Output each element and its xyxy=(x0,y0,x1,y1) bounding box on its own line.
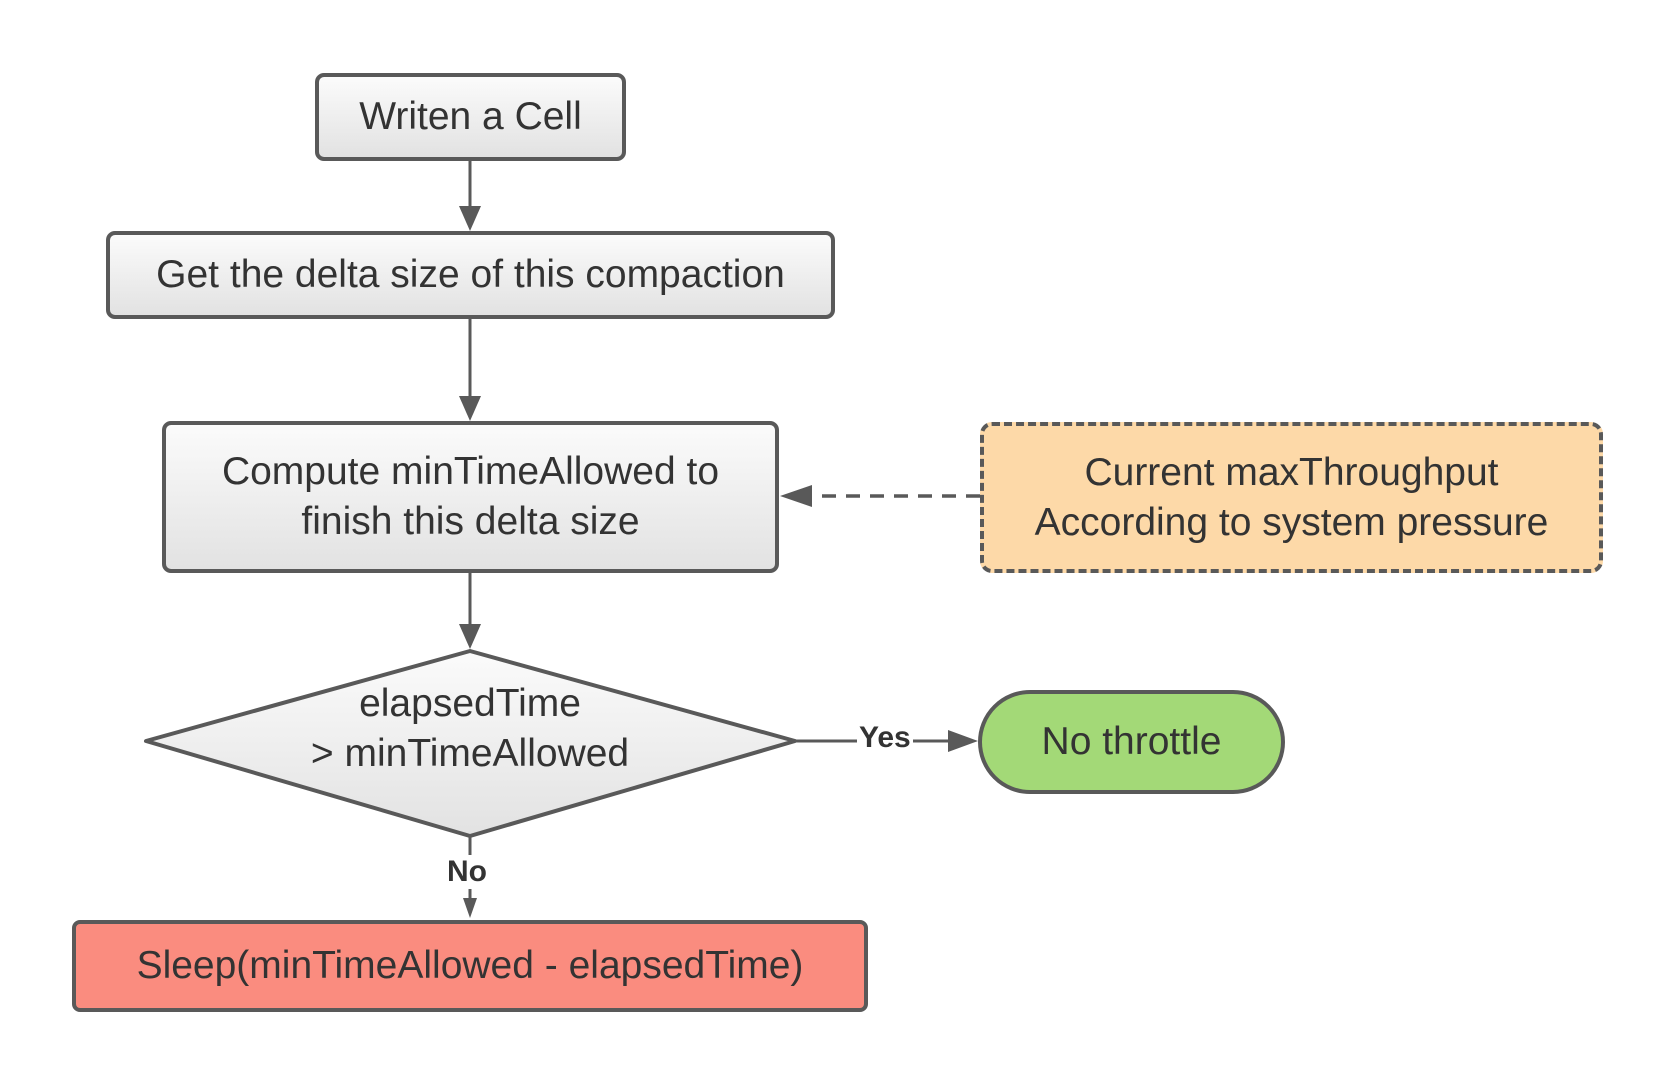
get-delta-label: Get the delta size of this compaction xyxy=(156,253,785,296)
edge-write-to-delta xyxy=(459,161,481,231)
yes-edge-label: Yes xyxy=(857,721,913,755)
max-throughput-line-1: Current maxThroughput xyxy=(1084,450,1499,494)
decision-label: elapsedTime > minTimeAllowed xyxy=(220,679,720,779)
decision-line-1: elapsedTime xyxy=(359,682,581,725)
get-delta-node: Get the delta size of this compaction xyxy=(106,231,835,319)
sleep-node: Sleep(minTimeAllowed - elapsedTime) xyxy=(72,920,868,1012)
no-edge-label: No xyxy=(445,855,489,889)
max-throughput-label: Current maxThroughput According to syste… xyxy=(1035,448,1549,548)
no-throttle-node: No throttle xyxy=(978,690,1285,794)
write-cell-label: Writen a Cell xyxy=(359,95,582,138)
no-throttle-label: No throttle xyxy=(1041,720,1222,763)
compute-min-time-label: Compute minTimeAllowed to finish this de… xyxy=(222,447,719,547)
max-throughput-line-2: According to system pressure xyxy=(1034,500,1549,544)
max-throughput-node: Current maxThroughput According to syste… xyxy=(980,422,1603,573)
edge-throughput-to-compute xyxy=(780,485,980,507)
compute-min-time-line-2: finish this delta size xyxy=(301,500,640,543)
edge-delta-to-compute xyxy=(459,319,481,421)
sleep-label: Sleep(minTimeAllowed - elapsedTime) xyxy=(136,944,804,987)
compute-min-time-node: Compute minTimeAllowed to finish this de… xyxy=(162,421,779,573)
decision-line-2: > minTimeAllowed xyxy=(310,732,630,775)
edge-compute-to-decision xyxy=(459,573,481,649)
compute-min-time-line-1: Compute minTimeAllowed to xyxy=(221,450,720,493)
write-cell-node: Writen a Cell xyxy=(315,73,626,161)
